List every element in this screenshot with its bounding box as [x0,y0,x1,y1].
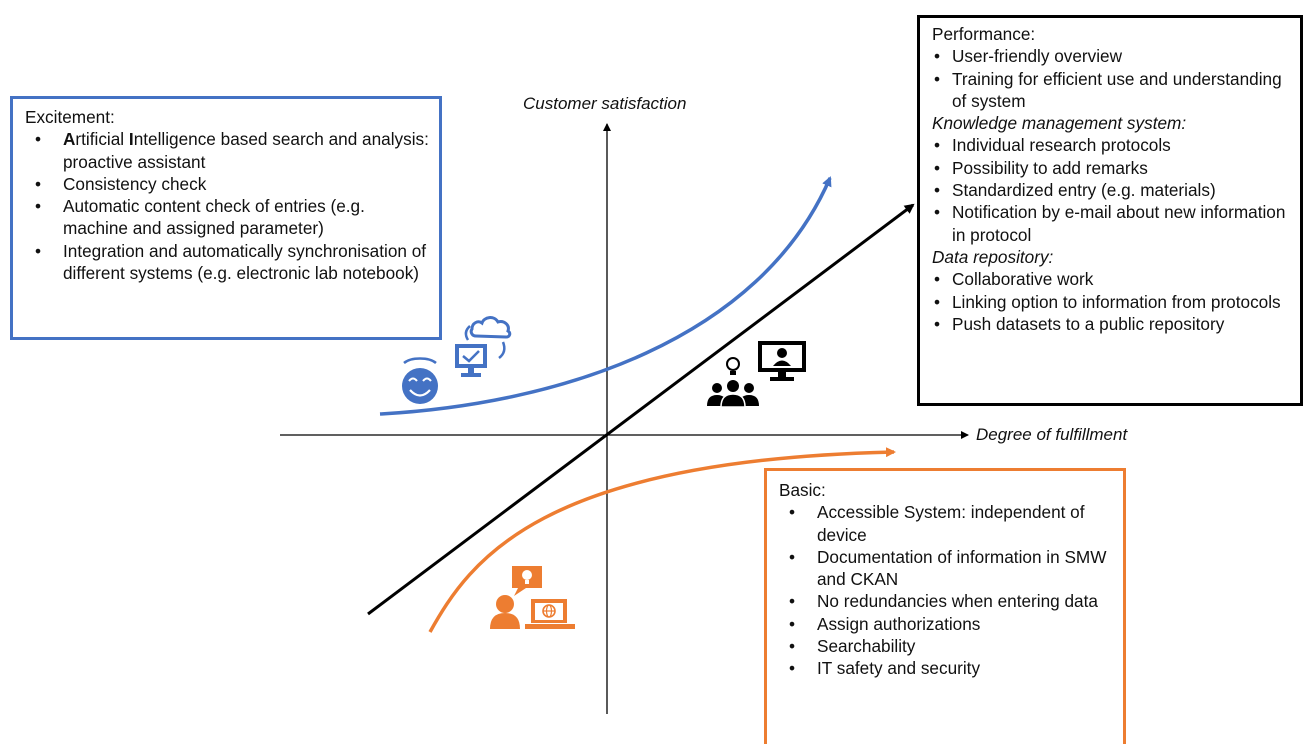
kms-item: Standardized entry (e.g. materials) [932,179,1294,202]
excitement-list: Artificial Intelligence based search and… [25,128,431,284]
smiley-face-icon [402,357,438,404]
excitement-heading: Excitement: [25,107,115,127]
excitement-box: Excitement: Artificial Intelligence base… [10,96,442,340]
x-axis-label: Degree of fulfillment [976,425,1128,444]
basic-item: IT safety and security [779,657,1117,680]
basic-item: Assign authorizations [779,613,1117,636]
performance-list: User-friendly overview Training for effi… [932,45,1294,112]
basic-box: Basic: Accessible System: independent of… [764,468,1126,744]
kms-heading: Knowledge management system: [932,113,1187,134]
basic-item: Documentation of information in SMW and … [779,546,1117,591]
person-idea-icon [490,566,542,629]
excitement-item: Integration and automatically synchronis… [25,240,431,285]
kms-item: Individual research protocols [932,134,1294,157]
kms-item: Possibility to add remarks [932,157,1294,180]
basic-item: Searchability [779,635,1117,658]
laptop-globe-icon [525,599,575,629]
kms-list: Individual research protocols Possibilit… [932,134,1294,245]
kms-item: Notification by e-mail about new informa… [932,201,1294,246]
excitement-item: Automatic content check of entries (e.g.… [25,195,431,240]
performance-line [367,203,915,616]
video-call-monitor-icon [758,341,806,381]
repo-heading: Data repository: [932,246,1054,267]
performance-box: Performance: User-friendly overview Trai… [917,15,1303,406]
basic-item: No redundancies when entering data [779,590,1117,613]
basic-item: Accessible System: independent of device [779,501,1117,546]
repo-item: Collaborative work [932,268,1294,291]
performance-item: Training for efficient use and understan… [932,68,1294,113]
repo-item: Push datasets to a public repository [932,313,1294,336]
excitement-curve [379,176,832,416]
basic-heading: Basic: [779,480,826,500]
y-axis-label: Customer satisfaction [523,94,687,113]
excitement-item: Consistency check [25,173,431,196]
basic-curve [428,447,896,633]
repo-list: Collaborative work Linking option to inf… [932,268,1294,335]
team-idea-icon [707,357,759,408]
performance-heading: Performance: [932,24,1036,44]
basic-list: Accessible System: independent of device… [779,501,1117,680]
excitement-item: Artificial Intelligence based search and… [25,128,431,173]
repo-item: Linking option to information from proto… [932,291,1294,314]
performance-item: User-friendly overview [932,45,1294,68]
cloud-sync-computer-icon [455,316,512,377]
